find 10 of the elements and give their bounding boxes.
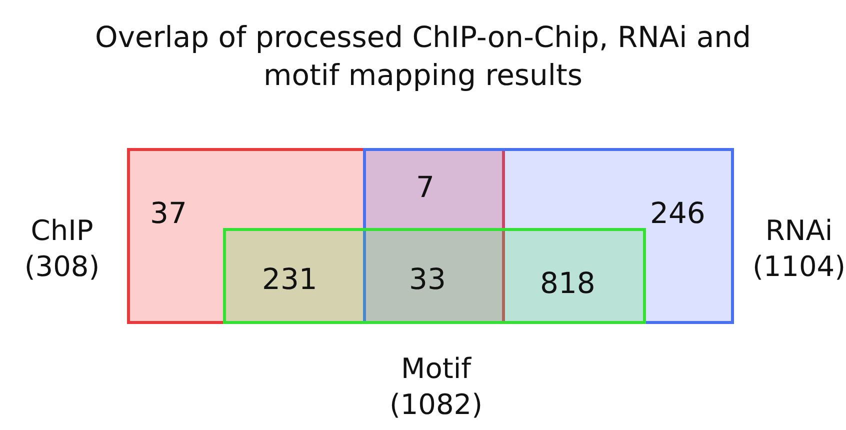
region-count: 37: [150, 196, 187, 230]
region-count: 231: [262, 262, 318, 296]
region-count: 818: [540, 266, 596, 300]
set-label: RNAi (1104): [751, 213, 846, 285]
region-count: 33: [409, 262, 446, 296]
diagram-title: Overlap of processed ChIP-on-Chip, RNAi and motif mapping results: [94, 19, 752, 94]
set-label: Motif (1082): [388, 351, 484, 423]
set-label: ChIP (308): [23, 213, 101, 285]
region-count: 246: [650, 196, 706, 230]
region-count: 7: [416, 170, 434, 204]
